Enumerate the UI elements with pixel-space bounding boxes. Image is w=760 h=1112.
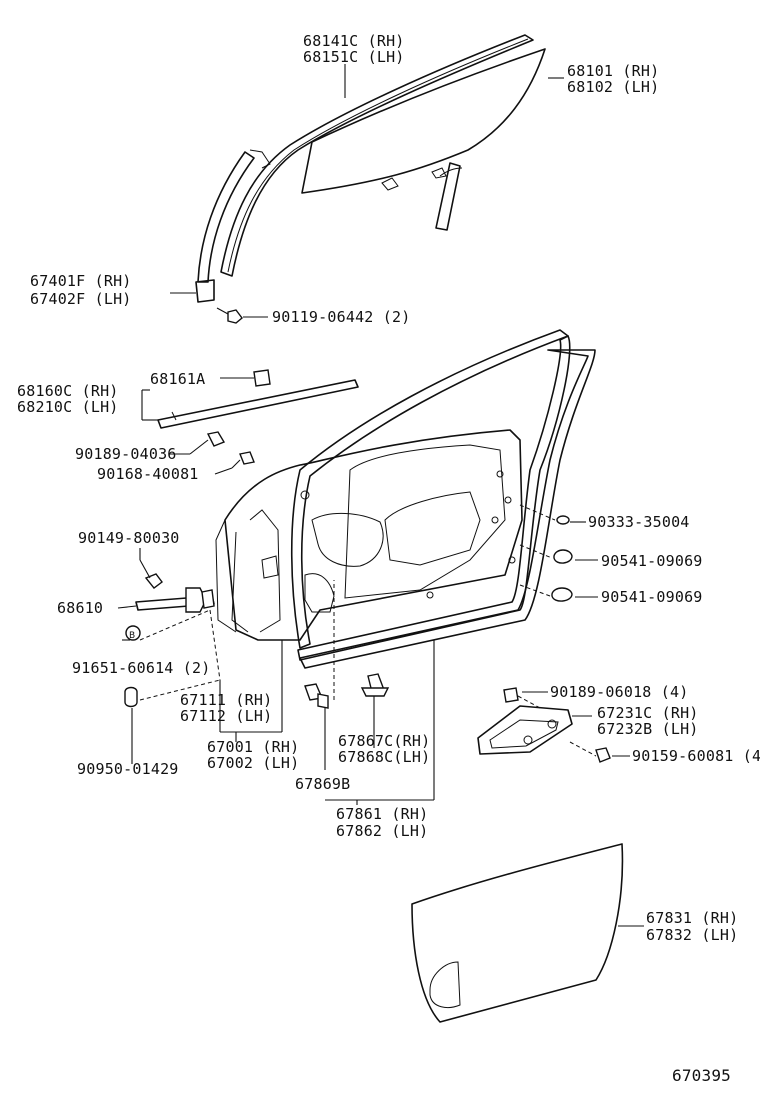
label-67867c-rh: 67867C(RH) [338, 732, 430, 750]
label-67832-lh: 67832 (LH) [646, 926, 738, 944]
label-68161a: 68161A [150, 370, 205, 388]
window-glass-drawing [301, 48, 546, 231]
label-67831-rh: 67831 (RH) [646, 909, 738, 927]
door-check-drawing: B [117, 559, 221, 708]
division-bar-drawing [170, 149, 271, 303]
label-67868c-lh: 67868C(LH) [338, 748, 430, 766]
label-67231c-rh: 67231C (RH) [597, 704, 699, 722]
label-68102-lh: 68102 (LH) [567, 78, 659, 96]
label-91651: 91651-60614 (2) [72, 659, 210, 677]
label-67112-lh: 67112 (LH) [180, 707, 272, 725]
label-90119: 90119-06442 (2) [272, 308, 410, 326]
door-panel-drawing [215, 329, 596, 669]
label-68151c-lh: 68151C (LH) [303, 48, 405, 66]
label-90189-06018: 90189-06018 (4) [550, 683, 688, 701]
label-68210c-lh: 68210C (LH) [17, 398, 119, 416]
label-67401f-rh: 67401F (RH) [30, 272, 132, 290]
label-90333: 90333-35004 [588, 513, 690, 531]
clips-drawing [304, 580, 390, 770]
label-67002-lh: 67002 (LH) [207, 754, 299, 772]
label-67402f-lh: 67402F (LH) [30, 290, 132, 308]
label-68160c-rh: 68160C (RH) [17, 382, 119, 400]
label-68610: 68610 [57, 599, 103, 617]
label-90950: 90950-01429 [77, 760, 179, 778]
label-67862-lh: 67862 (LH) [336, 822, 428, 840]
diagram-id: 670395 [672, 1066, 731, 1085]
label-90541-lower: 90541-09069 [601, 588, 703, 606]
label-68101-rh: 68101 (RH) [567, 62, 659, 80]
label-90149: 90149-80030 [78, 529, 180, 547]
label-90541-upper: 90541-09069 [601, 552, 703, 570]
label-90159: 90159-60081 (4) [632, 747, 760, 765]
outer-panel-drawing [411, 843, 624, 1023]
label-68141c-rh: 68141C (RH) [303, 32, 405, 50]
marker-b: B [129, 631, 135, 641]
label-67111-rh: 67111 (RH) [180, 691, 272, 709]
part-labels: 68141C (RH) 68151C (LH) 68101 (RH) 68102… [17, 32, 760, 1085]
bolt-90119-drawing [216, 307, 268, 324]
leader-lines [122, 64, 644, 927]
label-67861-rh: 67861 (RH) [336, 805, 428, 823]
label-67001-rh: 67001 (RH) [207, 738, 299, 756]
hinge-drawing [477, 687, 611, 763]
label-90168: 90168-40081 [97, 465, 199, 483]
stop-pads-drawing [519, 504, 573, 602]
label-90189-04036: 90189-04036 [75, 445, 177, 463]
label-67232b-lh: 67232B (LH) [597, 720, 699, 738]
window-frame-molding-drawing [220, 34, 534, 277]
label-67869b: 67869B [295, 775, 350, 793]
